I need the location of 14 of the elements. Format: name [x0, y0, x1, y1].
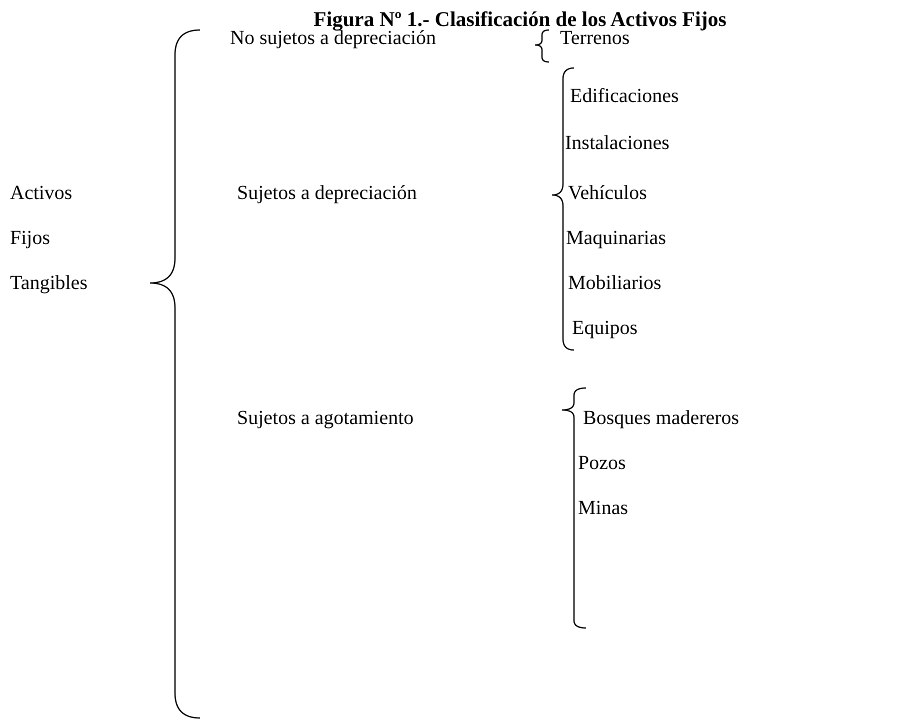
item-label: Edificaciones: [570, 84, 679, 108]
group-label: Tangibles: [10, 271, 88, 295]
item-label: Bosques madereros: [583, 406, 740, 430]
group-label: Fijos: [10, 226, 50, 250]
item-label: Maquinarias: [566, 226, 666, 250]
item-label: Pozos: [578, 451, 626, 475]
category-label: Sujetos a depreciación: [237, 181, 417, 205]
item-label: Mobiliarios: [568, 271, 662, 295]
item-label: Minas: [578, 496, 628, 520]
group-label: Activos: [10, 181, 72, 205]
item-label: Instalaciones: [565, 131, 670, 155]
item-label: Vehículos: [568, 181, 647, 205]
category-label: Sujetos a agotamiento: [237, 406, 414, 430]
item-label: Equipos: [572, 316, 638, 340]
